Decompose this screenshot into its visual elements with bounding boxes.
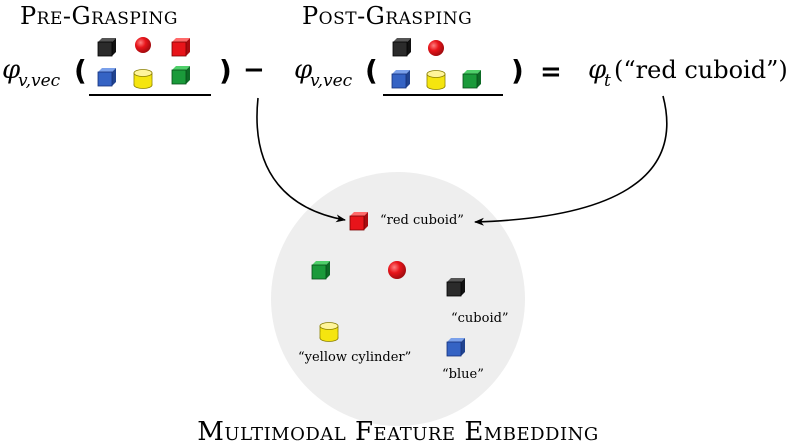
pre-grasping-scene xyxy=(89,37,211,96)
text-encoder: φ t (“red cuboid”) xyxy=(588,55,788,91)
green-cube-embedding-icon xyxy=(311,260,331,280)
phi-symbol: φ xyxy=(2,55,21,85)
visual-encoder-pre: φ v,vec ( xyxy=(2,54,87,91)
red-cuboid-embedding-icon xyxy=(349,211,369,231)
equals-sign: = xyxy=(540,57,562,87)
red-sphere-icon xyxy=(135,37,151,53)
yellow-cylinder-icon xyxy=(426,70,446,90)
visual-subscript: v,vec xyxy=(310,71,353,91)
red-sphere-icon xyxy=(428,40,444,56)
red-cuboid-icon xyxy=(171,37,191,57)
yellow-cylinder-icon xyxy=(133,69,153,89)
black-cube-icon xyxy=(97,37,117,57)
green-cube-icon xyxy=(462,69,482,89)
label-blue: “blue” xyxy=(442,367,484,382)
text-argument: (“red cuboid”) xyxy=(614,56,788,84)
blue-cube-icon xyxy=(97,67,117,87)
blue-cube-embedding-icon xyxy=(446,337,466,357)
black-cube-icon xyxy=(392,37,412,57)
black-cube-embedding-icon xyxy=(446,277,466,297)
text-subscript: t xyxy=(604,71,611,91)
red-sphere-embedding-icon xyxy=(388,261,406,279)
green-cube-icon xyxy=(171,65,191,85)
label-red-cuboid: “red cuboid” xyxy=(380,213,464,228)
close-paren: ) xyxy=(219,54,232,87)
heading-post-grasping: Post-Grasping xyxy=(302,2,472,30)
phi-symbol: φ xyxy=(294,55,313,85)
heading-embedding-space: Multimodal Feature Embedding xyxy=(197,417,598,445)
yellow-cylinder-embedding-icon xyxy=(319,322,339,342)
close-paren: ) xyxy=(511,54,524,87)
visual-subscript: v,vec xyxy=(18,71,61,91)
open-paren: ( xyxy=(365,54,378,87)
arrow-text-embedding xyxy=(474,95,668,226)
minus-sign: − xyxy=(243,55,265,85)
open-paren: ( xyxy=(74,54,87,87)
arrow-visual-difference xyxy=(256,97,346,223)
blue-cube-icon xyxy=(391,69,411,89)
label-yellow-cylinder: “yellow cylinder” xyxy=(298,350,411,365)
visual-encoder-post: φ v,vec ( xyxy=(294,54,378,91)
phi-symbol: φ xyxy=(588,55,607,85)
post-grasping-scene xyxy=(383,37,503,96)
heading-pre-grasping: Pre-Grasping xyxy=(20,2,178,30)
embedding-space xyxy=(271,172,525,426)
label-cuboid: “cuboid” xyxy=(451,311,509,326)
